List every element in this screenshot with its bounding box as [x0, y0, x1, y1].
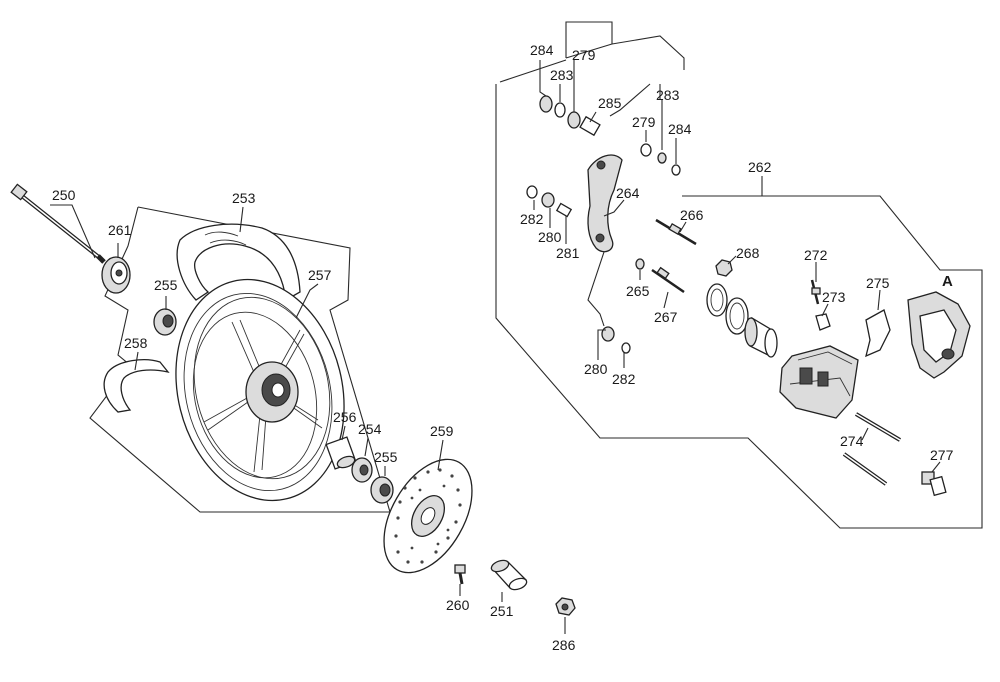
label-259: 259 [430, 423, 454, 439]
bearing-255-right [370, 476, 394, 504]
wheel-rim-257 [175, 278, 345, 502]
label-251: 251 [490, 603, 514, 619]
speedo-drive-261 [101, 256, 131, 294]
bracket-264 [587, 154, 623, 253]
right-bolt-stack [640, 143, 681, 176]
label-275: 275 [866, 275, 890, 291]
axle-bolt-250 [10, 183, 106, 264]
piston [744, 316, 778, 358]
label-272: 272 [804, 247, 828, 263]
label-267: 267 [654, 309, 678, 325]
label-258: 258 [124, 335, 148, 351]
label-282-top: 282 [520, 211, 544, 227]
bearing-255-left [153, 308, 177, 336]
label-279-top: 279 [572, 47, 596, 63]
label-264: 264 [616, 185, 640, 201]
label-261: 261 [108, 222, 132, 238]
label-283-right: 283 [656, 87, 680, 103]
cap-273 [815, 313, 831, 331]
label-255-right: 255 [374, 449, 398, 465]
piston-seals [706, 283, 749, 335]
label-274: 274 [840, 433, 864, 449]
label-286: 286 [552, 637, 576, 653]
pin-274 [842, 412, 902, 486]
label-254: 254 [358, 421, 382, 437]
bleeder-272 [810, 279, 821, 305]
label-283-top: 283 [550, 67, 574, 83]
label-284-top: 284 [530, 42, 554, 58]
label-280-bottom: 280 [584, 361, 608, 377]
label-266: 266 [680, 207, 704, 223]
caliper-body [779, 345, 859, 419]
label-253: 253 [232, 190, 256, 206]
label-284-right: 284 [668, 121, 692, 137]
label-250: 250 [52, 187, 76, 203]
pin-267 [651, 266, 685, 294]
spacer-256 [325, 436, 357, 470]
label-268: 268 [736, 245, 760, 261]
bolt-260 [454, 564, 466, 585]
label-280-top: 280 [538, 229, 562, 245]
top-bolt-stack [539, 95, 601, 137]
label-273: 273 [822, 289, 846, 305]
part-number-labels: 250 261 253 255 257 258 256 254 255 259 … [52, 42, 954, 653]
tire-258 [103, 359, 170, 413]
collar-251 [490, 559, 528, 591]
label-256: 256 [333, 409, 357, 425]
wheel-group-outline [89, 206, 391, 513]
spring-275 [865, 309, 891, 358]
washer-265 [635, 258, 645, 270]
caliper-leader-lines [499, 21, 941, 473]
label-282-bottom: 282 [612, 371, 636, 387]
label-285: 285 [598, 95, 622, 111]
wheel-leader-lines [50, 204, 566, 634]
bottom-washers-280-282 [601, 326, 631, 354]
label-257: 257 [308, 267, 332, 283]
label-255-left: 255 [154, 277, 178, 293]
label-260: 260 [446, 597, 470, 613]
bearing-254 [351, 457, 373, 483]
caliper-group-outline [495, 84, 983, 529]
brake-pads-A [907, 291, 971, 379]
label-265: 265 [626, 283, 650, 299]
label-277: 277 [930, 447, 954, 463]
label-262: 262 [748, 159, 772, 175]
label-A: A [942, 273, 953, 290]
label-281: 281 [556, 245, 580, 261]
pin-266 [655, 218, 697, 246]
pin-stack-282-280-281 [526, 185, 573, 218]
brake-disc-259 [383, 458, 473, 574]
bolt-277 [921, 471, 947, 497]
nut-286 [555, 597, 576, 616]
label-279-right: 279 [632, 114, 656, 130]
tire-253 [176, 223, 301, 302]
